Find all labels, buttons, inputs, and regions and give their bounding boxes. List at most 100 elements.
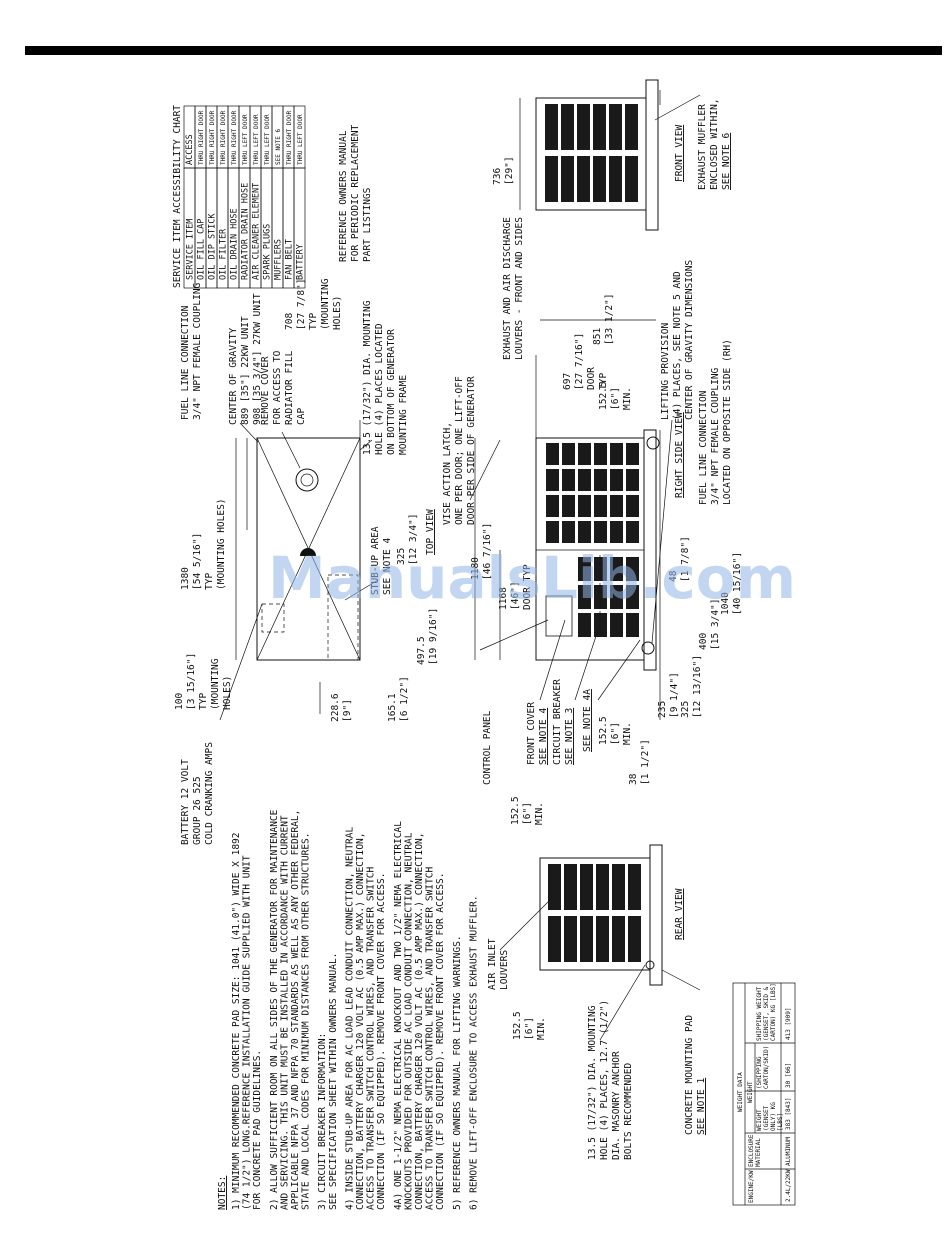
svg-text:[12 3/4"]: [12 3/4"] [408,514,419,565]
service-access-cell: THRU RIGHT DOOR [231,110,238,165]
louver-slat [578,443,591,465]
louver-slat [577,156,590,202]
notes-block: NOTES: 1) MINIMUM RECOMMENDED CONCRETE P… [217,809,479,1210]
dim-851: 851 [592,328,603,345]
rear-view-title: REAR VIEW [674,888,685,940]
svg-text:COLD CRANKING AMPS: COLD CRANKING AMPS [204,742,215,845]
louver-slat [548,864,561,910]
dim-1180: 1180 [470,557,481,580]
dim-325: 325 [680,701,691,718]
louver-slat [628,916,641,962]
louver-slat [594,585,607,609]
vise-latch-label: VISE ACTION LATCH, [442,422,453,525]
louver-slat [626,585,639,609]
notes-title: NOTES: [217,1176,228,1210]
svg-text:MIN.: MIN. [622,387,633,410]
note-line: AND SERVICING. THIS UNIT MUST BE INSTALL… [279,815,290,1210]
svg-text:SEE NOTE 6: SEE NOTE 6 [721,133,732,190]
lifting-provision-icon [641,641,655,655]
svg-text:DOOR PER SIDE OF GENERATOR: DOOR PER SIDE OF GENERATOR [466,376,477,525]
louver-slat [594,557,607,581]
exhaust-louvers-label: EXHAUST AND AIR DISCHARGE [502,217,513,360]
louver-slat [546,495,559,517]
louver-slat [580,864,593,910]
note-line: 2) ALLOW SUFFICIENT ROOM ON ALL SIDES OF… [269,809,280,1210]
service-access-cell: THRU RIGHT DOOR [209,110,216,165]
rear-mount-hole-label: 13.5 (17/32") DIA. MOUNTING [587,1005,598,1160]
louver-slat [626,557,639,581]
louver-slat [628,864,641,910]
louver-slat [594,443,607,465]
front-view: 736 [29"] FRONT VIEW EXHAUST MUFFLER ENC… [492,79,732,231]
front-louvers [545,104,638,202]
svg-text:DOOR: DOOR [586,367,597,390]
stubup-label: STUB-UP AREA [370,526,381,595]
weight-value-cell: 413 [909] [785,1007,792,1040]
dim-697: 697 [562,373,573,390]
louver-slat [596,864,609,910]
service-access-cell: THRU LEFT DOOR [264,114,271,165]
top-view-outline [256,437,361,661]
top-view-title: TOP VIEW [425,509,436,555]
louver-slat [596,916,609,962]
louver-slat [577,104,590,150]
lifting-provision-label: LIFTING PROVISION [660,322,671,420]
right-side-view: VISE ACTION LATCH, ONE PER DOOR; ONE LIF… [442,217,743,785]
louver-slat [610,469,623,491]
note-line: (74 1/2") LONG.REFERENCE INSTALLATION GU… [242,855,253,1210]
rear-view: 152.5 [6"] MIN. 152.5 [6"] MIN. AIR INLE… [487,796,707,1160]
service-item-cell: MUFFLERS [274,239,284,280]
svg-text:(MOUNTING: (MOUNTING [320,278,331,330]
top-mount-hole-label: 13.5 (17/32") DIA. MOUNTING [362,300,373,455]
weight-header-cell: ENCLOSUREMATERIAL [748,1134,762,1167]
louver-slat [625,156,638,202]
svg-text:[12 13/16"]: [12 13/16"] [692,655,703,718]
dim-708: 708 [284,313,295,330]
note-line: KNOCKOUTS PROVIDED FOR OUTSIDE AC LOAD C… [403,832,414,1210]
dim-400: 400 [698,633,709,650]
svg-text:LOCATED ON OPPOSITE SIDE (RH): LOCATED ON OPPOSITE SIDE (RH) [722,339,733,505]
louver-slat [610,443,623,465]
svg-text:[6 1/2"]: [6 1/2"] [399,676,410,722]
louver-slat [594,469,607,491]
svg-text:908 [35 3/4"] 27KW UNIT: 908 [35 3/4"] 27KW UNIT [252,293,263,425]
service-item-cell: BATTERY [296,244,306,280]
circuit-breaker-label: CIRCUIT BREAKER [552,679,563,765]
weight-header-cell: SHIPPING WEIGHT(GENSET, SKID &CARTON) KG… [756,983,777,1041]
weight-value-cell: ALUMINUM [785,1137,792,1166]
svg-text:SEE NOTE 1: SEE NOTE 1 [696,1078,707,1135]
front-base [645,79,659,231]
louver-slat [580,916,593,962]
svg-text:TYP: TYP [204,573,215,590]
battery-outline [261,603,285,633]
service-access-cell: THRU LEFT DOOR [297,114,304,165]
svg-text:889 [35"] 22KW UNIT: 889 [35"] 22KW UNIT [240,316,251,425]
svg-text:[19 9/16"]: [19 9/16"] [428,608,439,665]
svg-text:(MOUNTING: (MOUNTING [210,658,221,710]
svg-text:[6"]: [6"] [524,1017,535,1040]
dim-1380: 1380 [180,567,191,590]
svg-text:[33 1/2"]: [33 1/2"] [604,294,615,345]
louver-slat [546,469,559,491]
svg-text:GROUP 26 525: GROUP 26 525 [192,776,203,845]
louver-slat [612,916,625,962]
louver-slat [594,495,607,517]
weight-header-cell: WEIGHT(GENSETONLY) KG[LBS] [756,1102,784,1131]
louver-slat [593,104,606,150]
note-line: APPLICABLE NFPA 37 AND NFPA 70 STANDARDS… [290,810,301,1210]
svg-text:[15 3/4"]: [15 3/4"] [710,599,721,650]
louver-slat [561,156,574,202]
louver-slat [610,557,623,581]
louver-slat [609,156,622,202]
dim-100: 100 [174,693,185,710]
note-line: FOR CONCRETE PAD GUIDELINES. [252,1050,263,1210]
svg-text:ON BOTTOM OF GENERATOR: ON BOTTOM OF GENERATOR [386,329,397,455]
weight-header-cell: (SHIPPINGCARTON/SKID) [756,1046,770,1089]
louver-slat [594,613,607,637]
dim-48: 48 [668,570,679,582]
dim-1651: 165.1 [387,693,398,722]
see-note-4a-label: SEE NOTE 4A [582,689,593,752]
side-fuel-line-label: FUEL LINE CONNECTION [698,390,709,505]
svg-text:ONE PER DOOR; ONE LIFT-OFF: ONE PER DOOR; ONE LIFT-OFF [454,376,465,525]
